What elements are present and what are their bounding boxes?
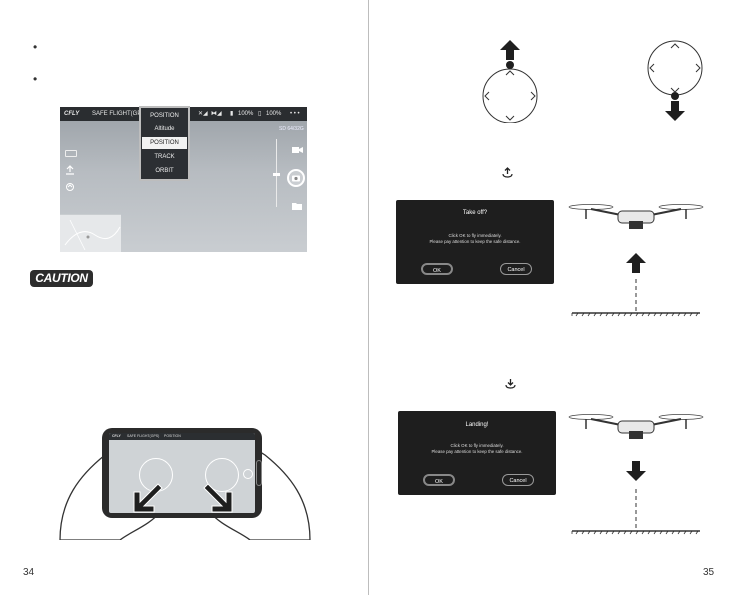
menu-item-track[interactable]: TRACK bbox=[154, 154, 175, 160]
flight-mode-menu[interactable]: POSITION Altitude POSITION TRACK ORBIT bbox=[139, 106, 190, 181]
drone-takeoff-illustration bbox=[568, 204, 704, 317]
right-joystick[interactable] bbox=[205, 458, 239, 492]
storage-readout: SD 64/32G bbox=[279, 126, 304, 132]
phone-app-logo: CFLY bbox=[112, 434, 121, 438]
menu-item-altitude[interactable]: Altitude bbox=[154, 126, 175, 132]
swipe-arrows bbox=[133, 483, 233, 513]
joystick-up-diagram bbox=[482, 40, 538, 123]
gimbal-slider-handle[interactable] bbox=[273, 173, 280, 176]
takeoff-dialog-title: Take off? bbox=[462, 210, 488, 216]
takeoff-cancel-button[interactable]: Cancel bbox=[500, 263, 532, 275]
takeoff-icon bbox=[502, 167, 513, 178]
page-number-right: 35 bbox=[703, 567, 715, 578]
phone-top-bar: CFLY SAFE FLIGHT(GPS) POSITION bbox=[109, 433, 255, 440]
caution-label: CAUTION bbox=[30, 270, 93, 287]
video-icon[interactable] bbox=[292, 145, 303, 154]
drone-landing-illustration bbox=[568, 414, 704, 535]
landing-dialog-title: Landing! bbox=[465, 422, 489, 428]
flight-mode-label: SAFE FLIGHT(GPS) bbox=[92, 111, 148, 117]
takeoff-dialog-message-2: Please pay attention to keep the safe di… bbox=[429, 239, 521, 244]
landing-dialog-message-2: Please pay attention to keep the safe di… bbox=[431, 449, 523, 454]
drone-battery-icon: ▮ bbox=[230, 111, 234, 117]
shutter-button[interactable] bbox=[287, 169, 305, 187]
phone-battery-icon: ▯ bbox=[258, 111, 262, 117]
wifi-signal-icon: ⧓◢ bbox=[211, 111, 222, 117]
folder-icon[interactable] bbox=[292, 202, 302, 210]
map-lines bbox=[64, 219, 121, 251]
landing-dialog: Landing! Click OK to fly immediately. Pl… bbox=[398, 411, 556, 495]
landing-dialog-message-1: Click OK to fly immediately. bbox=[450, 443, 504, 448]
gps-signal-icon: ✕◢ bbox=[198, 111, 208, 117]
phone-battery-value: 100% bbox=[266, 111, 282, 117]
phone-home-button bbox=[256, 460, 262, 486]
phone-flight-mode: SAFE FLIGHT(GPS) bbox=[127, 434, 160, 438]
more-menu-button[interactable]: • • • bbox=[290, 111, 300, 117]
down-arrow-icon bbox=[665, 101, 685, 121]
joystick-down-diagram bbox=[647, 40, 703, 121]
up-arrow-icon bbox=[626, 253, 646, 273]
landing-cancel-button[interactable]: Cancel bbox=[502, 474, 534, 486]
drone-battery-value: 100% bbox=[238, 111, 254, 117]
bullet-1: • bbox=[33, 40, 38, 54]
takeoff-ok-button[interactable]: OK bbox=[421, 263, 453, 275]
battery-icon[interactable] bbox=[65, 150, 77, 157]
landing-icon bbox=[505, 379, 516, 389]
drone-icon bbox=[568, 204, 704, 229]
takeoff-icon[interactable] bbox=[65, 165, 75, 175]
up-arrow-icon bbox=[500, 40, 520, 60]
menu-item-orbit[interactable]: ORBIT bbox=[155, 168, 174, 174]
phone-shutter-button[interactable] bbox=[243, 469, 253, 479]
app-logo: CFLY bbox=[64, 111, 80, 117]
menu-item-position[interactable]: POSITION bbox=[142, 137, 187, 149]
page-divider bbox=[368, 0, 369, 595]
phone-mode: POSITION bbox=[164, 434, 181, 438]
down-arrow-icon bbox=[626, 461, 646, 481]
takeoff-dialog: Take off? Click OK to fly immediately. P… bbox=[396, 200, 554, 284]
landing-ok-button[interactable]: OK bbox=[423, 474, 455, 486]
drone-icon bbox=[568, 414, 704, 439]
camera-icon bbox=[292, 175, 300, 182]
bullet-2: • bbox=[33, 72, 38, 86]
menu-item-position-header[interactable]: POSITION bbox=[150, 113, 179, 119]
minimap[interactable] bbox=[60, 214, 121, 252]
takeoff-dialog-message-1: Click OK to fly immediately. bbox=[448, 233, 502, 238]
page-number-left: 34 bbox=[23, 567, 35, 578]
return-home-icon[interactable] bbox=[65, 182, 75, 192]
